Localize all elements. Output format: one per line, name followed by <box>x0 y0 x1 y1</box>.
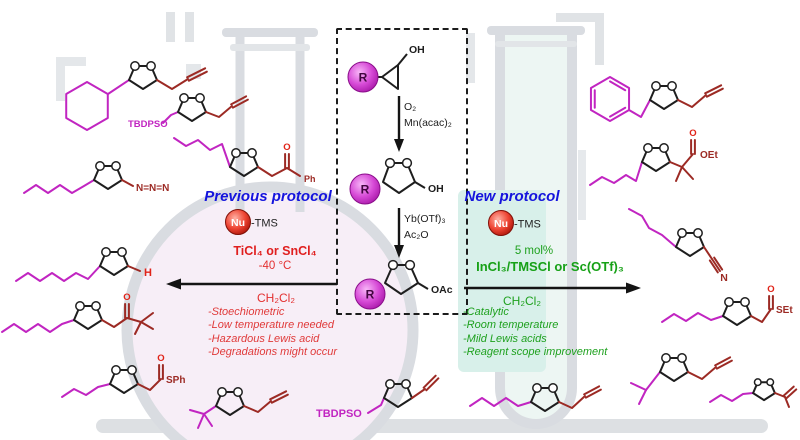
flask-rim-2 <box>230 44 310 51</box>
new-protocol-highlight <box>458 190 546 372</box>
mol-dioxolane-azide: N=N=N <box>23 161 169 194</box>
glass-fragment <box>556 13 604 22</box>
drawback-item: -Degradations might occur <box>208 346 338 359</box>
mol-hexyl-dioxolane-allyl-bottom <box>469 383 602 412</box>
structure-label: TBDPSO <box>128 119 168 130</box>
mol-dioxolane-nitrile: N <box>628 208 728 284</box>
flask-bulb <box>121 181 419 440</box>
nu-label: Nu <box>494 218 508 230</box>
mol-tbdpso-dioxolane-allyl: TBDPSO <box>128 93 249 130</box>
structure-label: O <box>123 292 130 303</box>
structure-label: H <box>144 267 152 279</box>
nu-label: Nu <box>231 217 245 229</box>
glass-fragment <box>56 57 86 66</box>
test-tube-rim-2 <box>495 41 577 47</box>
new-loading: 5 mol% <box>514 245 554 257</box>
r-group-label: R <box>366 288 375 302</box>
mol-tbdpso-dioxolane-allyl-2: TBDPSO <box>316 374 440 420</box>
advantage-item: -Catalytic <box>463 306 509 318</box>
structure-label: OEt <box>700 150 718 161</box>
previous-protocol-title: Previous protocol <box>204 188 332 205</box>
catalyst2-label: Yb(OTf)₃ <box>404 213 446 225</box>
step1-arrow: O₂ Mn(acac)₂ <box>394 96 452 152</box>
acylating-label: Ac₂O <box>404 229 429 241</box>
structure-label: O <box>689 128 696 139</box>
structure-label: O <box>157 353 164 364</box>
glass-fragment <box>56 57 65 101</box>
oac-label: OAc <box>431 284 453 296</box>
new-protocol-arrow <box>464 282 641 294</box>
flask-rim <box>222 28 318 37</box>
structure-label: SEt <box>776 305 793 316</box>
previous-solvent: CH₂Cl₂ <box>257 291 295 305</box>
advantage-item: -Reagent scope improvement <box>463 346 608 359</box>
catalyst1-label: Mn(acac)₂ <box>404 117 452 129</box>
mol-dioxolane-tbu-ketone: O <box>1 292 154 335</box>
drawback-item: -Low temperature needed <box>208 319 334 332</box>
nu-tms-new: Nu -TMS <box>488 210 541 236</box>
glass-fragment <box>466 33 475 83</box>
r-group-label: R <box>359 71 368 85</box>
advantage-item: -Room temperature <box>463 319 559 332</box>
structure-label: Ph <box>304 174 316 184</box>
glass-fragment <box>578 150 586 220</box>
mol-dioxolane-h: H <box>15 247 152 282</box>
structure-label: O <box>283 142 290 153</box>
structure-label: O <box>767 284 774 295</box>
structure-label: TBDPSO <box>316 408 362 420</box>
structure-label: N=N=N <box>136 183 169 194</box>
previous-drawbacks-list: -Stoechiometric -Low temperature needed … <box>208 306 337 360</box>
mol-dioxolane-ester-oet: O OEt <box>589 128 718 186</box>
previous-temperature: -40 °C <box>258 260 292 272</box>
clamp-bar <box>166 12 175 42</box>
tms-label: -TMS <box>514 219 541 231</box>
clamp-bar <box>185 12 194 42</box>
mol-dioxolane-phenyl-ketone: O Ph <box>173 137 316 184</box>
tms-label: -TMS <box>251 218 278 230</box>
structure-label: N <box>720 272 728 284</box>
new-catalyst: InCl₃/TMSCl or Sc(OTf)₃ <box>476 259 624 274</box>
r-group-label: R <box>361 183 370 197</box>
intermediate-dioxolanol: OH R <box>349 157 444 205</box>
drawback-item: -Stoechiometric <box>208 306 285 318</box>
advantage-item: -Mild Lewis acids <box>463 332 547 345</box>
oh-label: OH <box>428 183 444 195</box>
product-dioxolane-acetate: OAc R <box>354 259 453 310</box>
mol-ipr-dioxolane-allyl <box>630 353 733 405</box>
new-advantages-list: -Catalytic -Room temperature -Mild Lewis… <box>463 306 607 360</box>
test-tube-rim <box>487 26 585 35</box>
glass-fragment <box>595 13 604 65</box>
nu-tms-previous: Nu -TMS <box>225 209 278 235</box>
mol-benzyl-dioxolane-allyl <box>589 76 724 122</box>
oh-label: OH <box>409 44 425 56</box>
previous-protocol-arrow <box>166 278 337 290</box>
mol-cyclohexyl-dioxolane-allyl <box>65 61 208 131</box>
new-solvent: CH₂Cl₂ <box>503 294 541 308</box>
reaction-scheme-box <box>336 28 468 315</box>
drawback-item: -Hazardous Lewis acid <box>208 332 320 345</box>
mol-dioxolane-methallyl <box>709 378 798 408</box>
new-protocol-title: New protocol <box>464 188 560 205</box>
mol-tbu-dioxolane-allyl <box>189 387 289 429</box>
step2-arrow: Yb(OTf)₃ Ac₂O <box>394 208 446 258</box>
substrate-cyclopropanol: OH R <box>347 44 425 93</box>
structure-label: SPh <box>166 375 185 386</box>
previous-catalyst: TiCl₄ or SnCl₄ <box>233 244 317 258</box>
oxidant-label: O₂ <box>404 101 416 113</box>
